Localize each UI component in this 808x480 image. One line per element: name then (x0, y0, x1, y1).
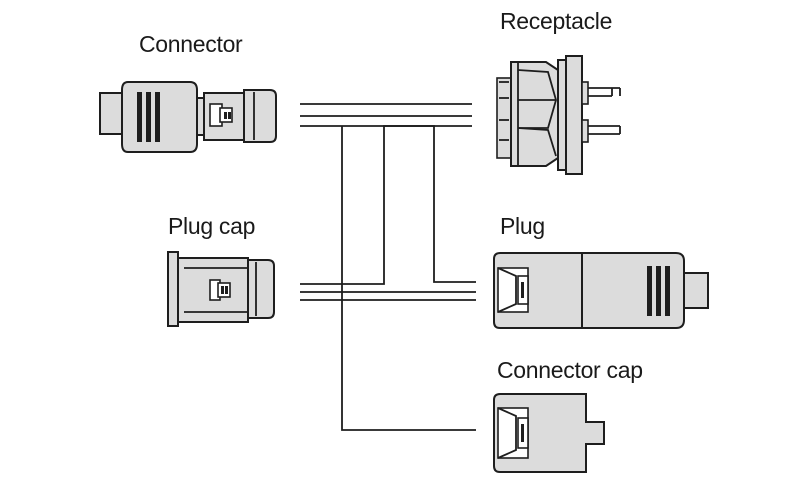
connector-cap-label: Connector cap (497, 357, 643, 383)
line-plug-cap-receptacle (300, 125, 472, 285)
plug-label: Plug (500, 213, 545, 239)
line-connector-connector-cap (341, 126, 476, 431)
connector-label: Connector (139, 31, 243, 57)
plug-cap-illustration (167, 251, 275, 327)
receptacle-illustration (496, 55, 621, 175)
receptacle-label: Receptacle (500, 8, 613, 34)
connector-illustration (99, 81, 277, 153)
plug-illustration (493, 252, 709, 329)
plug-cap-label: Plug cap (168, 213, 256, 239)
connector-cap-illustration (493, 393, 605, 473)
line-connector-plug (300, 125, 476, 283)
connection-lines (300, 103, 476, 431)
